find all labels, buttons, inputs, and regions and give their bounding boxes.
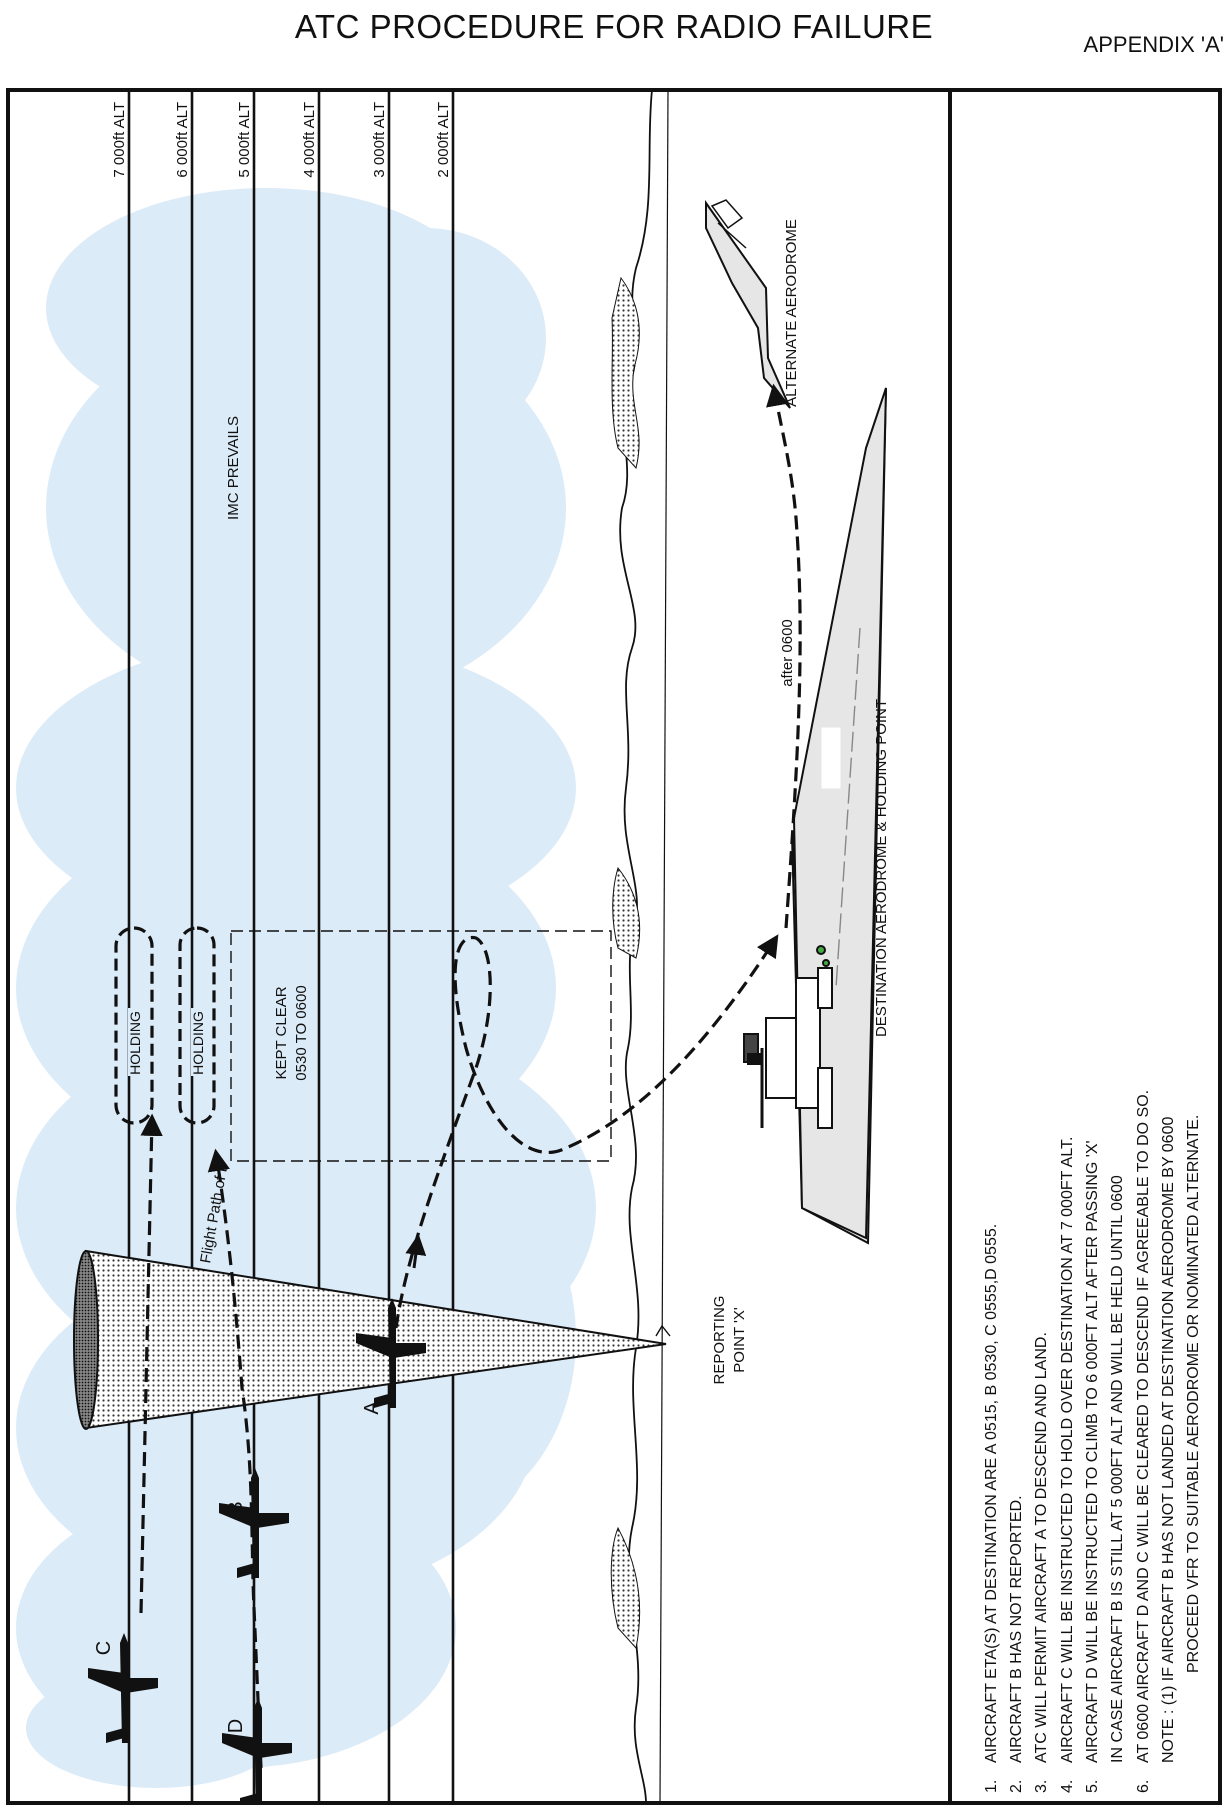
page-title: ATC PROCEDURE FOR RADIO FAILURE [294,8,934,45]
aircraft-a-label: A [361,1401,383,1415]
alt-label-6000: 6 000ft ALT [174,102,191,178]
flight-path-c [139,1113,163,1614]
note-6-text: AT 0600 AIRCRAFT D AND C WILL BE CLEARED… [1135,1090,1152,1763]
note-text-b: PROCEED VFR TO SUITABLE AERODROME OR NOM… [1185,1115,1202,1673]
divert-path-alternate [766,383,802,929]
kept-clear-zone [230,930,612,1162]
kept-clear-time: 0530 TO 0600 [293,985,310,1080]
alt-label-4000: 4 000ft ALT [301,102,318,178]
imc-label: IMC PREVAILS [225,416,242,520]
note-3-num: 3. [1033,1780,1050,1793]
holding-pattern-d [178,926,216,1125]
after-0600-label: after 0600 [779,619,796,687]
alt-label-3000: 3 000ft ALT [371,102,388,178]
holding-pattern-c [114,926,154,1125]
terrain-rocks [610,276,641,1650]
kept-clear-label: KEPT CLEAR [273,986,290,1079]
alternate-aerodrome-label: ALTERNATE AERODROME [783,219,800,407]
alt-label-5000: 5 000ft ALT [236,102,253,178]
reporting-point-label-2: POINT 'X' [731,1307,748,1373]
diagram-frame: 7 000ft ALT 6 000ft ALT 5 000ft ALT 4 00… [6,88,1222,1805]
outer-border [6,88,1222,1805]
aircraft-c-icon [88,1633,158,1743]
aircraft-d-icon [222,1698,292,1805]
note-1-num: 1. [983,1780,1000,1793]
note-5b-text: IN CASE AIRCRAFT B IS STILL AT 5 000FT A… [1109,1175,1126,1763]
aircraft-c-label: C [93,1641,115,1655]
aircraft-icons [88,1298,426,1805]
holding-c-label: HOLDING [127,1011,143,1075]
note-1-text: AIRCRAFT ETA(S) AT DESTINATION ARE A 051… [983,1224,1000,1763]
flight-path-d [207,1148,263,1769]
aircraft-b-label: B [225,1501,247,1514]
alt-label-2000: 2 000ft ALT [435,102,452,178]
note-6-num: 6. [1135,1780,1152,1793]
alternate-aerodrome [705,199,791,409]
holding-patterns [114,926,216,1125]
note-2-num: 2. [1008,1780,1025,1793]
aircraft-d-label: D [225,1719,247,1733]
aircraft-a-icon [356,1298,426,1408]
note-5-num: 5. [1084,1780,1101,1793]
aircraft-b-icon [219,1468,289,1578]
reporting-point-marker [655,1324,671,1337]
note-text-a: NOTE : (1) IF AIRCRAFT B HAS NOT LANDED … [1160,1117,1177,1763]
note-4-num: 4. [1059,1780,1076,1793]
notes-panel: 1. AIRCRAFT ETA(S) AT DESTINATION ARE A … [983,1090,1202,1793]
destination-aerodrome-label: DESTINATION AERODROME & HOLDING POINT [873,699,890,1037]
appendix-label: APPENDIX 'A' [1083,32,1224,57]
reporting-point-label-1: REPORTING [711,1296,728,1385]
flight-path-a [394,934,779,1329]
alt-label-7000: 7 000ft ALT [111,102,128,178]
holding-d-label: HOLDING [190,1011,206,1075]
control-tower-icon [743,945,833,1129]
aircraft-a-arrow [405,1233,427,1269]
note-2-text: AIRCRAFT B HAS NOT REPORTED. [1008,1495,1025,1763]
note-5-text: AIRCRAFT D WILL BE INSTRUCTED TO CLIMB T… [1084,1140,1101,1763]
note-4-text: AIRCRAFT C WILL BE INSTRUCTED TO HOLD OV… [1059,1136,1076,1763]
destination-aerodrome [791,387,887,1245]
note-3-text: ATC WILL PERMIT AIRCRAFT A TO DESCEND AN… [1033,1332,1050,1763]
